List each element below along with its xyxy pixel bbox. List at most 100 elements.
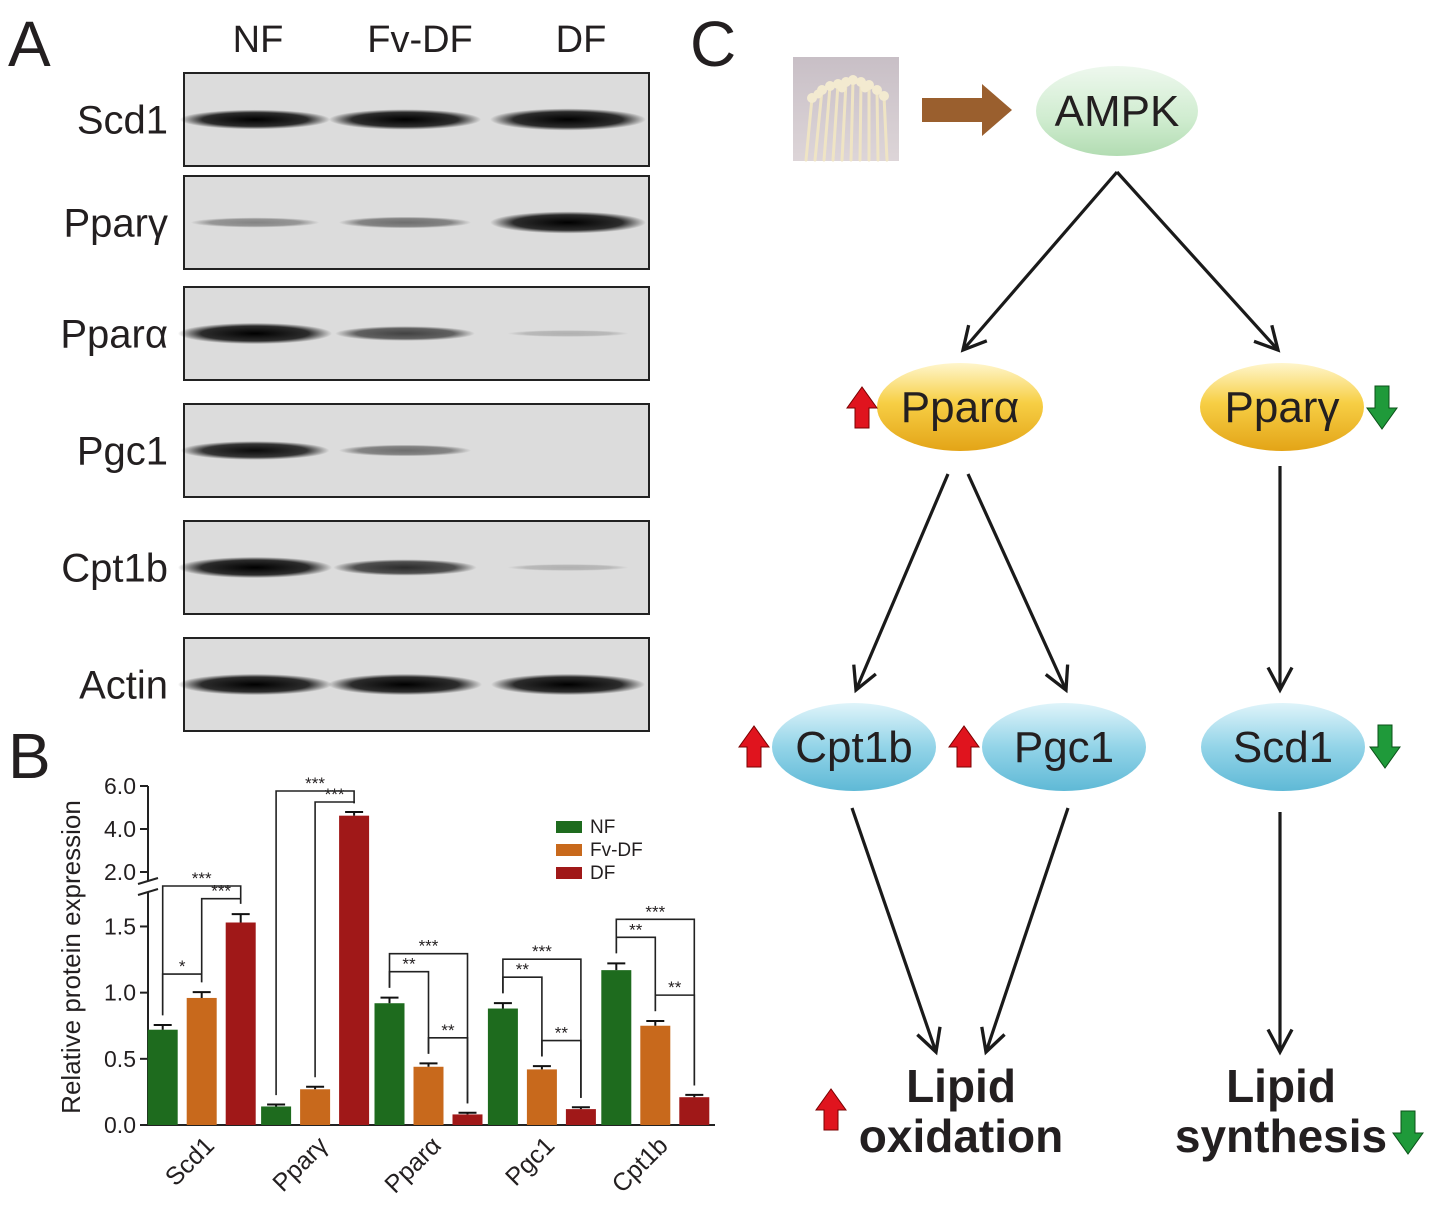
bar [601, 970, 632, 1125]
edge-ampk-pparg [1115, 170, 1281, 353]
significance-label: * [179, 957, 186, 976]
outcome-oxidation-line1: Lipid [906, 1060, 1016, 1112]
x-tick-label: Pparγ [267, 1131, 333, 1197]
error-bar [607, 962, 626, 971]
error-bar [493, 1002, 512, 1009]
outcome-oxidation-line2: oxidation [859, 1110, 1063, 1162]
panel-label-b: B [8, 720, 51, 792]
pathway-edges [850, 170, 1294, 1056]
y-tick-label: 6.0 [104, 773, 136, 799]
y-axis-label: Relative protein expression [56, 800, 86, 1114]
significance-bracket [275, 790, 355, 1096]
legend-label: DF [590, 863, 615, 884]
legend-label: NF [590, 817, 615, 838]
blot-band [507, 564, 629, 571]
lane-label: DF [556, 19, 607, 61]
down-arrow-icon [1369, 724, 1401, 769]
significance-bracket [502, 958, 582, 1098]
significance-label: ** [441, 1021, 455, 1040]
error-bar [345, 810, 364, 816]
y-tick-label: 0.5 [104, 1046, 136, 1072]
down-arrow-icon [1392, 1110, 1424, 1155]
blot-row-label: Scd1 [77, 99, 168, 143]
significance-label: ** [668, 978, 682, 997]
error-bar [306, 1085, 325, 1090]
blot-band [327, 673, 483, 696]
error-bar [685, 1093, 704, 1098]
blot-band [338, 444, 472, 457]
blot-band [177, 322, 333, 345]
bar [487, 1008, 518, 1125]
node-pparg: Pparγ [1200, 363, 1364, 451]
y-tick-label: 1.0 [104, 980, 136, 1006]
significance-label: ** [516, 960, 530, 979]
up-arrow-icon [948, 725, 980, 768]
bar [526, 1069, 557, 1125]
significance-label: ** [629, 920, 643, 939]
significance-label: *** [645, 902, 665, 921]
panel-label-c: C [690, 8, 736, 80]
error-bar [231, 913, 250, 923]
blot-band [177, 673, 333, 696]
bar [640, 1025, 671, 1125]
enoki-mushroom-image [793, 57, 899, 162]
bar [374, 1003, 405, 1125]
significance-label: *** [419, 937, 439, 956]
node-ppara-label: Pparα [901, 383, 1019, 432]
error-bar [419, 1062, 438, 1067]
bar [186, 997, 217, 1125]
significance-label: *** [192, 869, 212, 888]
x-tick-label: Cpt1b [607, 1131, 674, 1198]
outcome-synthesis-line1: Lipid [1226, 1060, 1336, 1112]
blot-band [490, 211, 646, 234]
edge-cpt1b-oxidation [850, 807, 942, 1056]
blot-band [328, 109, 482, 130]
blot-row-label: Actin [79, 664, 168, 708]
node-cpt1b-label: Cpt1b [795, 723, 912, 772]
blot-band [179, 109, 331, 130]
edge-ppara-cpt1b [852, 473, 950, 694]
edge-ampk-ppara [960, 170, 1119, 353]
bar [339, 815, 370, 1125]
y-tick-label: 2.0 [104, 859, 136, 885]
bar [147, 1029, 178, 1125]
edge-ppara-pgc1 [966, 473, 1070, 694]
blot-row-label: Cpt1b [61, 547, 168, 591]
down-arrow-icon [1366, 385, 1398, 430]
node-pgc1-label: Pgc1 [1014, 723, 1114, 772]
blot-band [507, 330, 629, 337]
y-tick-label: 4.0 [104, 816, 136, 842]
blot-row-label: Pparγ [64, 202, 169, 246]
node-ampk-label: AMPK [1055, 87, 1180, 136]
legend-swatch [556, 867, 582, 879]
blot-band [190, 217, 320, 228]
blot-band [338, 216, 472, 229]
outcome-synthesis-line2: synthesis [1175, 1110, 1387, 1162]
up-arrow-icon [815, 1088, 847, 1131]
legend-label: Fv-DF [590, 840, 643, 861]
blot-row-label: Pgc1 [77, 430, 168, 474]
x-tick-label: Scd1 [160, 1131, 220, 1191]
bar [565, 1109, 596, 1125]
significance-label: *** [325, 785, 345, 804]
bar [452, 1114, 483, 1125]
significance-bracket [161, 885, 242, 1016]
error-bar [380, 996, 399, 1004]
bar [261, 1106, 292, 1125]
panel-label-a: A [8, 8, 51, 80]
blot-band [333, 559, 477, 576]
significance-label: *** [305, 774, 325, 793]
up-arrow-icon [846, 386, 878, 429]
legend-swatch [556, 844, 582, 856]
significance-label: *** [211, 882, 231, 901]
node-ppara: Pparα [877, 363, 1043, 451]
y-tick-label: 0.0 [104, 1112, 136, 1138]
blot-band [180, 441, 330, 460]
bar [413, 1066, 444, 1125]
blot-band [335, 326, 475, 341]
up-arrow-icon [738, 725, 770, 768]
